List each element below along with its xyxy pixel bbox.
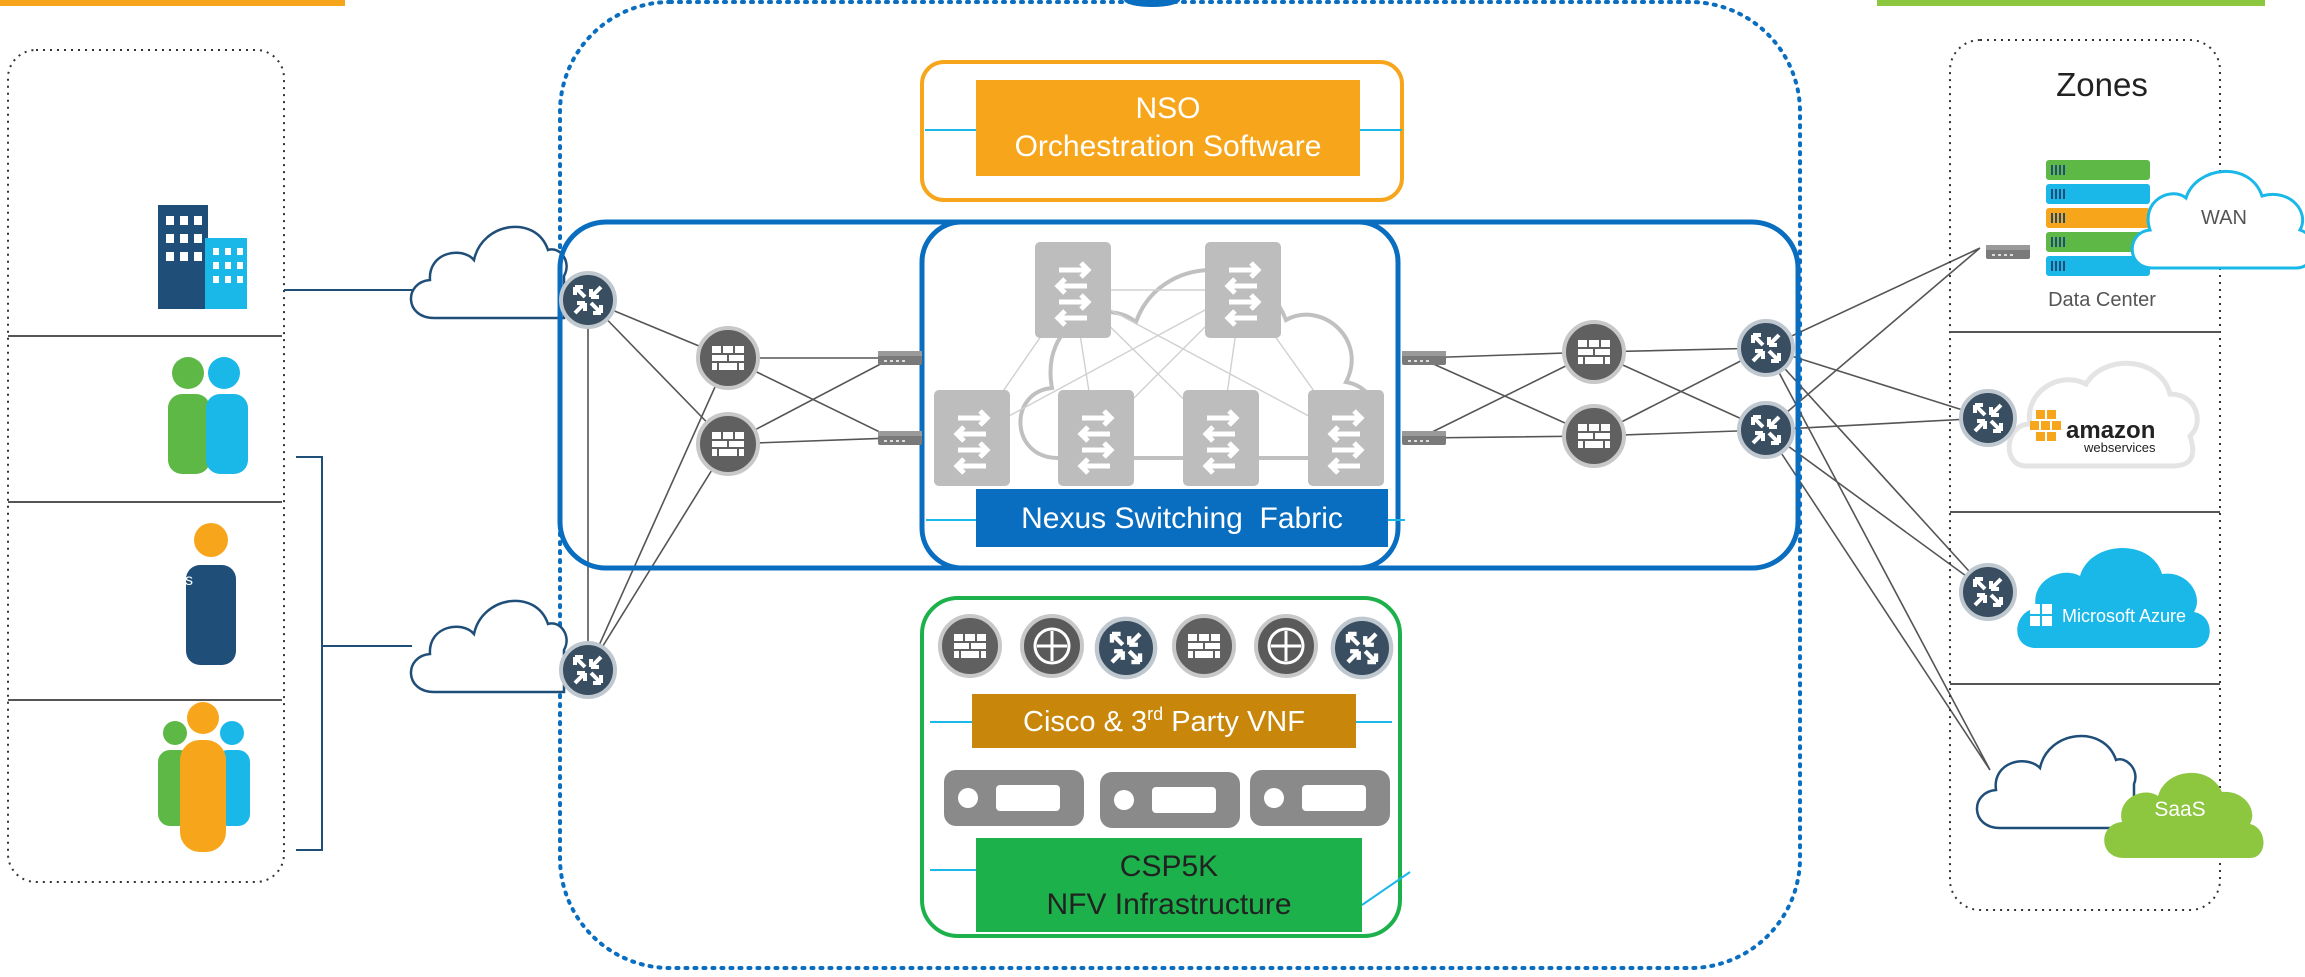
aws-sub: webservices xyxy=(2083,440,2156,455)
vnf-panel: Cisco & 3rd Party VNF CSP5K NFV Infrastr… xyxy=(920,596,1411,938)
azure-cloud-icon: Microsoft Azure xyxy=(2017,547,2210,648)
aws-cloud-icon: amazon webservices xyxy=(2006,360,2200,469)
saas-label: SaaS xyxy=(2154,798,2205,821)
fabric-panel: Nexus Switching Fabric xyxy=(919,219,1405,571)
vnf-label: Cisco & 3rd Party VNF xyxy=(1023,704,1305,738)
azure-label: Microsoft Azure xyxy=(2062,606,2186,626)
two-users-icon xyxy=(168,357,248,474)
switch-icon xyxy=(877,350,923,366)
building-icon xyxy=(158,205,247,309)
switch-icon xyxy=(877,430,923,446)
vnf-label-box xyxy=(972,694,1356,748)
edge-router-icon xyxy=(559,271,617,329)
network-links xyxy=(587,247,1991,771)
nso-panel: NSO Orchestration Software xyxy=(920,60,1404,202)
nso-label-box xyxy=(976,80,1360,176)
top-left-header-bar xyxy=(0,0,345,6)
edge-router-icon xyxy=(1959,563,2017,621)
user-group-icon xyxy=(158,702,250,852)
cloud-icon xyxy=(1975,734,2137,830)
csp-line2: NFV Infrastructure xyxy=(1046,888,1291,921)
firewall-icon xyxy=(696,326,760,390)
nso-title: NSO xyxy=(1135,92,1200,125)
zones-title: Zones xyxy=(2056,66,2148,103)
firewall-icon xyxy=(1562,320,1626,384)
edge-router-icon xyxy=(1959,389,2017,447)
switch-icon xyxy=(1985,244,2031,260)
edge-router-icon xyxy=(559,641,617,699)
edge-router-icon xyxy=(1737,319,1795,377)
wan-label: WAN xyxy=(2201,207,2247,229)
csp-line1: CSP5K xyxy=(1120,850,1218,883)
firewall-icon xyxy=(696,412,760,476)
switch-icon xyxy=(1401,350,1447,366)
edge-router-icon xyxy=(1737,401,1795,459)
fabric-label: Nexus Switching Fabric xyxy=(1021,502,1343,535)
server-rack-icon xyxy=(2046,160,2150,276)
stray-label: s xyxy=(185,572,193,589)
cloud-icon xyxy=(409,225,568,320)
data-center-label: Data Center xyxy=(2048,289,2156,311)
cloud-icon xyxy=(409,599,568,694)
switch-icon xyxy=(1401,430,1447,446)
user-panel: s xyxy=(7,49,285,883)
fabric-label-box xyxy=(976,489,1388,547)
zones-panel: Zones WAN Data Center amazon webse xyxy=(1949,39,2305,911)
user-icon xyxy=(186,523,236,665)
aws-brand: amazon xyxy=(2066,417,2155,444)
wan-cloud-icon: WAN xyxy=(2130,170,2305,270)
top-right-header-bar xyxy=(1877,0,2265,6)
csp-label-box xyxy=(976,838,1362,932)
user-bracket xyxy=(296,456,323,851)
nso-subtitle: Orchestration Software xyxy=(1015,130,1322,163)
firewall-icon xyxy=(1562,404,1626,468)
saas-cloud-icon: SaaS xyxy=(2104,772,2264,858)
